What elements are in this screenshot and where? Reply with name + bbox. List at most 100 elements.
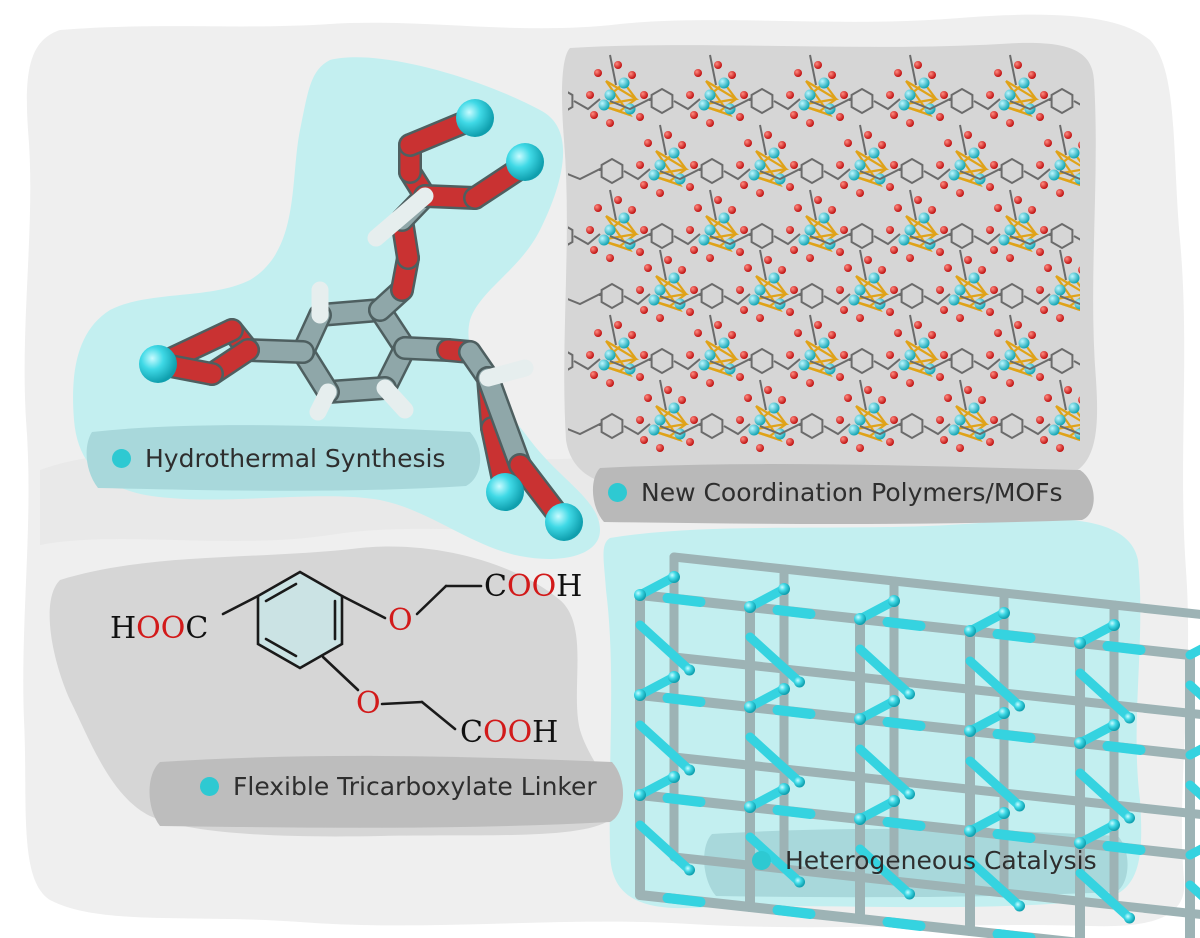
framework-linker bbox=[745, 732, 804, 787]
mof-oxygen-atom bbox=[978, 266, 986, 274]
framework-linker bbox=[662, 793, 706, 807]
mof-metal-atom bbox=[898, 234, 910, 246]
mof-oxygen-atom bbox=[690, 416, 698, 424]
mof-metal-atom bbox=[948, 424, 960, 436]
framework-strut bbox=[1109, 800, 1200, 819]
framework-linker bbox=[965, 756, 1024, 811]
mof-metal-atom bbox=[804, 224, 816, 236]
ligand-metal-atom bbox=[506, 143, 544, 181]
mof-oxygen-atom bbox=[836, 373, 844, 381]
mof-oxygen-atom bbox=[956, 444, 964, 452]
mof-metal-atom bbox=[1018, 77, 1030, 89]
mof-oxygen-atom bbox=[664, 386, 672, 394]
mof-metal-atom bbox=[718, 212, 730, 224]
mof-linker-chain bbox=[1059, 170, 1080, 181]
framework-node bbox=[998, 807, 1010, 819]
framework-linker bbox=[1185, 744, 1200, 760]
framework-linker bbox=[635, 620, 694, 675]
mof-oxygen-atom bbox=[1190, 161, 1198, 169]
framework-node bbox=[668, 571, 680, 583]
mof-metal-atom bbox=[904, 224, 916, 236]
mof-metal-atom bbox=[654, 414, 666, 426]
mof-linker-ring bbox=[1000, 412, 1024, 440]
mof-metal-atom bbox=[1074, 298, 1080, 310]
mof-metal-atom bbox=[704, 349, 716, 361]
mof-linker-chain bbox=[959, 292, 1001, 306]
mof-oxygen-atom bbox=[878, 141, 886, 149]
mof-linker-chain bbox=[859, 422, 901, 436]
mof-oxygen-atom bbox=[1036, 286, 1044, 294]
mof-metal-atom bbox=[604, 89, 616, 101]
framework-linker bbox=[635, 820, 694, 875]
mof-oxygen-atom bbox=[1078, 266, 1080, 274]
mof-linker-chain bbox=[709, 232, 751, 246]
structural-formula-bonds bbox=[221, 570, 483, 731]
framework-strut bbox=[779, 764, 899, 786]
mof-oxygen-atom bbox=[1056, 444, 1064, 452]
framework-linker bbox=[882, 617, 926, 631]
mof-oxygen-atom bbox=[894, 204, 902, 212]
mof-oxygen-atom bbox=[940, 226, 948, 234]
mof-oxygen-atom bbox=[594, 329, 602, 337]
mof-linker-chain bbox=[923, 293, 951, 306]
mof-oxygen-atom bbox=[886, 438, 894, 446]
mof-metal-atom bbox=[1074, 173, 1080, 185]
mof-oxygen-atom bbox=[778, 141, 786, 149]
mof-metal-atom bbox=[768, 272, 780, 284]
mof-oxygen-atom bbox=[1040, 351, 1048, 359]
mof-oxygen-atom bbox=[864, 386, 872, 394]
mof-oxygen-atom bbox=[1186, 438, 1194, 446]
mof-linker-chain bbox=[1059, 249, 1067, 281]
mof-metal-atom bbox=[618, 337, 630, 349]
mof-oxygen-atom bbox=[1056, 189, 1064, 197]
mof-metal-atom bbox=[898, 359, 910, 371]
mof-linker-ring bbox=[900, 157, 924, 185]
mof-metal-atom bbox=[868, 147, 880, 159]
mof-oxygen-atom bbox=[756, 314, 764, 322]
mof-linker-chain bbox=[723, 168, 751, 181]
mof-linker-chain bbox=[809, 97, 851, 111]
mof-linker-chain bbox=[773, 233, 801, 246]
mof-linker-chain bbox=[573, 233, 601, 246]
mof-oxygen-atom bbox=[678, 266, 686, 274]
framework-node bbox=[1014, 900, 1025, 912]
mof-oxygen-atom bbox=[890, 416, 898, 424]
framework-linker bbox=[855, 596, 899, 624]
mof-oxygen-atom bbox=[614, 321, 622, 329]
mof-linker-chain bbox=[809, 232, 851, 246]
mof-linker-ring bbox=[1050, 222, 1074, 250]
mof-node-bonds bbox=[749, 405, 790, 442]
framework-node bbox=[744, 601, 756, 613]
mof-node-bonds bbox=[1049, 405, 1080, 442]
mof-oxygen-atom bbox=[1190, 286, 1198, 294]
hydrothermal-label-pad bbox=[86, 425, 481, 491]
mof-linker-ring bbox=[800, 282, 824, 310]
mof-oxygen-atom bbox=[1014, 321, 1022, 329]
mof-oxygen-atom bbox=[940, 436, 948, 444]
framework-linker bbox=[635, 672, 679, 700]
mof-linker-chain bbox=[809, 189, 817, 221]
mof-linker-chain bbox=[623, 168, 651, 181]
mof-metal-atom bbox=[854, 414, 866, 426]
mof-oxygen-atom bbox=[744, 264, 752, 272]
mof-linker-ring bbox=[950, 87, 974, 115]
framework-linker bbox=[965, 656, 1024, 711]
mof-oxygen-atom bbox=[990, 286, 998, 294]
mof-oxygen-atom bbox=[844, 394, 852, 402]
mof-metal-atom bbox=[718, 337, 730, 349]
framework-node bbox=[904, 788, 915, 800]
mof-oxygen-atom bbox=[840, 436, 848, 444]
mof-linker-chain bbox=[959, 167, 1001, 181]
mof-oxygen-atom bbox=[1044, 264, 1052, 272]
mof-metal-atom bbox=[754, 284, 766, 296]
mof-linker-chain bbox=[1059, 295, 1080, 306]
mof-metal-atom bbox=[768, 402, 780, 414]
framework-linker bbox=[745, 584, 789, 612]
mof-oxygen-atom bbox=[606, 254, 614, 262]
mof-oxygen-atom bbox=[840, 351, 848, 359]
mof-oxygen-atom bbox=[1040, 436, 1048, 444]
framework-linker bbox=[1185, 644, 1200, 660]
framework-node bbox=[854, 613, 866, 625]
mof-oxygen-atom bbox=[1036, 113, 1044, 121]
mof-linker-ring bbox=[1050, 347, 1074, 375]
